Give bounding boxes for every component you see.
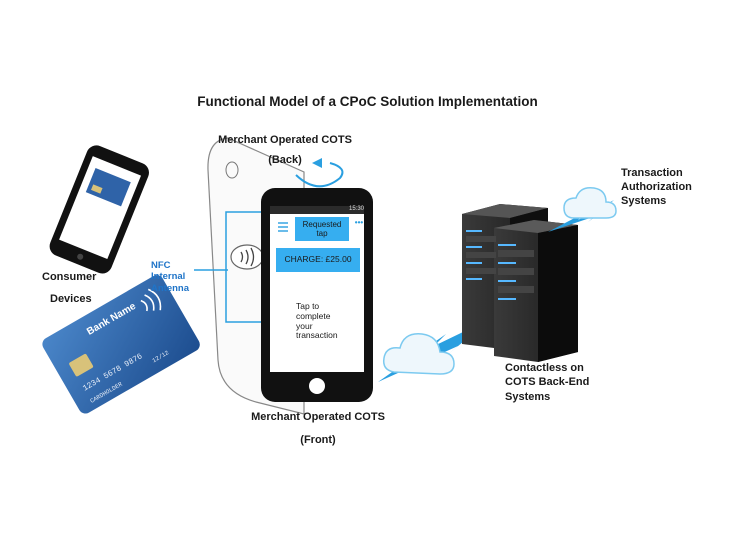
consumer-label-line1: Consumer [42, 271, 97, 283]
contactless-label-line1: Contactless on [505, 362, 584, 374]
chip-icon [69, 353, 94, 377]
requested-tap-line1: Requested [302, 220, 342, 229]
nfc-icon [240, 247, 255, 267]
tap-instruction-line3: your [296, 320, 313, 331]
requested-tap-text[interactable]: Requested tap [295, 220, 349, 238]
nfc-label-line3: Antenna [151, 282, 189, 294]
merchant-back-label: Merchant Operated COTS (Back) [205, 134, 365, 168]
home-button-icon [309, 378, 325, 394]
nfc-label-line2: Internal [151, 271, 186, 283]
merchant-back-label-line1: Merchant Operated COTS [218, 134, 352, 146]
tap-instruction-line2: complete [296, 310, 331, 321]
contactless-backend-label: Contactless on COTS Back-End Systems [505, 361, 589, 404]
hamburger-menu-icon [278, 222, 288, 232]
more-menu-icon[interactable]: ••• [354, 218, 364, 227]
contactless-label-line2: COTS Back-End [505, 376, 590, 389]
card-nfc-icon [140, 288, 162, 312]
merchant-back-label-line2: (Back) [268, 153, 302, 166]
merchant-front-label-line1: Merchant Operated COTS [251, 411, 385, 423]
contactless-label-line3: Systems [505, 390, 551, 403]
tap-instruction-line4: transaction [296, 330, 338, 341]
diagram-title: Functional Model of a CPoC Solution Impl… [197, 94, 538, 109]
cloud-icon [382, 333, 455, 375]
requested-tap-banner [295, 217, 349, 241]
charge-banner [276, 248, 360, 272]
merchant-front-label-line2: (Front) [300, 433, 336, 446]
rotate-arrow-icon [295, 158, 344, 188]
consumer-devices-label: Consumer Devices [42, 271, 96, 307]
requested-tap-line2: tap [316, 229, 328, 239]
charge-amount: CHARGE: £25.00 [284, 254, 352, 264]
consumer-label-line2: Devices [50, 292, 92, 305]
nfc-label-line1: NFC [151, 260, 171, 271]
tap-instruction-line1: Tap to [296, 301, 320, 311]
transaction-authorization-label: Transaction Authorization Systems [621, 166, 692, 208]
cloud-icon-top [563, 186, 617, 219]
transaction-label-line2: Authorization [621, 181, 692, 194]
nfc-antenna-label: NFC Internal Antenna [151, 260, 189, 294]
transaction-label-line1: Transaction [621, 167, 683, 179]
merchant-front-label: Merchant Operated COTS (Front) [238, 411, 398, 448]
consumer-phone [49, 145, 149, 274]
server-icon [462, 204, 578, 362]
status-time: 15:30 [348, 206, 364, 212]
tap-instruction: Tap to complete your transaction [286, 301, 356, 341]
transaction-label-line3: Systems [621, 195, 667, 208]
merchant-phone-front [261, 188, 373, 402]
